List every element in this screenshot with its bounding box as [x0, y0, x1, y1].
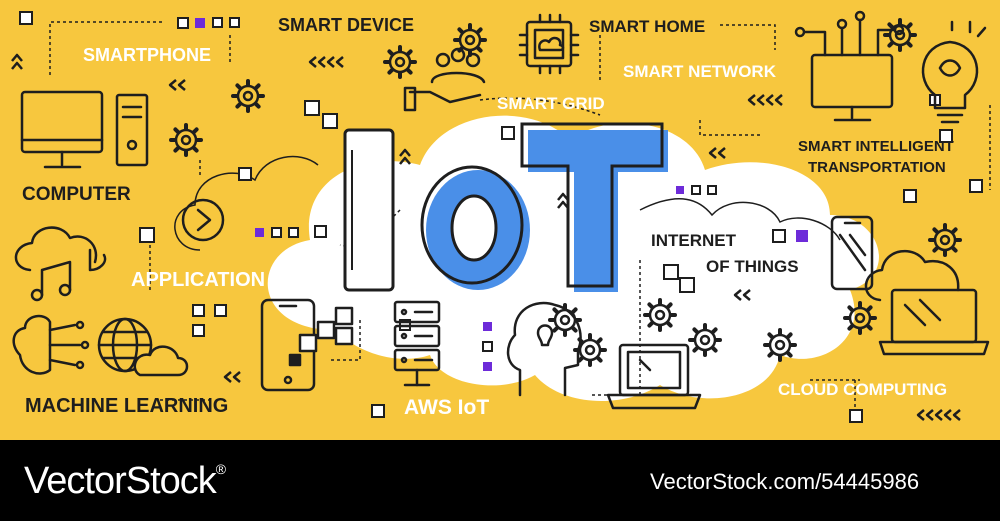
- label-cloud-computing: CLOUD COMPUTING: [778, 380, 948, 399]
- label-machine-learning: MACHINE LEARNING: [25, 395, 229, 417]
- label-smartphone: SMARTPHONE: [83, 45, 212, 65]
- outline-small-squares: [212, 17, 717, 352]
- phone-icon: [830, 215, 874, 291]
- circuit-monitor-icon: [794, 10, 905, 122]
- central-cloud: [267, 115, 879, 402]
- lightbulb-brain-icon: [921, 20, 987, 124]
- footer-brand[interactable]: VectorStock®: [24, 460, 226, 502]
- decor-squares: [19, 11, 983, 423]
- server-rack-icon: [393, 300, 441, 387]
- letter-o-outline: [420, 165, 524, 285]
- outline-cloud-right: [639, 198, 841, 241]
- globe-cloud-icon: [97, 317, 189, 377]
- letter-t-shape: [528, 130, 668, 292]
- play-button-icon: [181, 198, 225, 242]
- letter-o-hole: [450, 194, 498, 262]
- label-internet-line1: INTERNET: [651, 231, 736, 250]
- label-application: APPLICATION: [131, 269, 266, 291]
- footer-background: [0, 440, 1000, 521]
- label-aws-iot: AWS IoT: [404, 396, 490, 419]
- label-internet-line2: OF THINGS: [706, 257, 799, 276]
- outline-cloud-left: [174, 155, 319, 251]
- iot-letters: [343, 122, 668, 292]
- footer-url[interactable]: VectorStock.com/54445986: [650, 469, 920, 494]
- label-smart-home: SMART HOME: [589, 17, 706, 36]
- head-gears-icon: [506, 301, 582, 397]
- footer-bar: VectorStock® VectorStock.com/54445986: [0, 440, 1000, 521]
- brain-icon: [12, 314, 90, 375]
- people-in-hand-icon: [403, 47, 486, 112]
- cloud-chip-icon: [518, 13, 580, 75]
- cloud-music-icon: [14, 226, 107, 302]
- footer-trademark: ®: [215, 461, 226, 477]
- letter-t-outline: [520, 122, 664, 288]
- purple-squares: [195, 18, 808, 371]
- pc-tower-icon: [115, 93, 149, 167]
- laptop-icon: [606, 343, 702, 410]
- letter-i-block: [343, 128, 395, 292]
- label-smart-network: SMART NETWORK: [623, 62, 776, 81]
- smartphone-icon: [260, 298, 354, 392]
- label-smart-grid: SMART GRID: [497, 94, 605, 113]
- label-smart-transport-line2: TRANSPORTATION: [808, 159, 946, 176]
- label-smart-transport-line1: SMART INTELLIGENT: [798, 138, 954, 155]
- label-smart-device: SMART DEVICE: [278, 15, 415, 35]
- iot-illustration: [0, 0, 1000, 440]
- label-computer: COMPUTER: [22, 184, 131, 205]
- footer-brand-name: VectorStock: [24, 460, 217, 502]
- monitor-icon: [20, 90, 104, 169]
- cloud-laptop-icon: [864, 249, 990, 356]
